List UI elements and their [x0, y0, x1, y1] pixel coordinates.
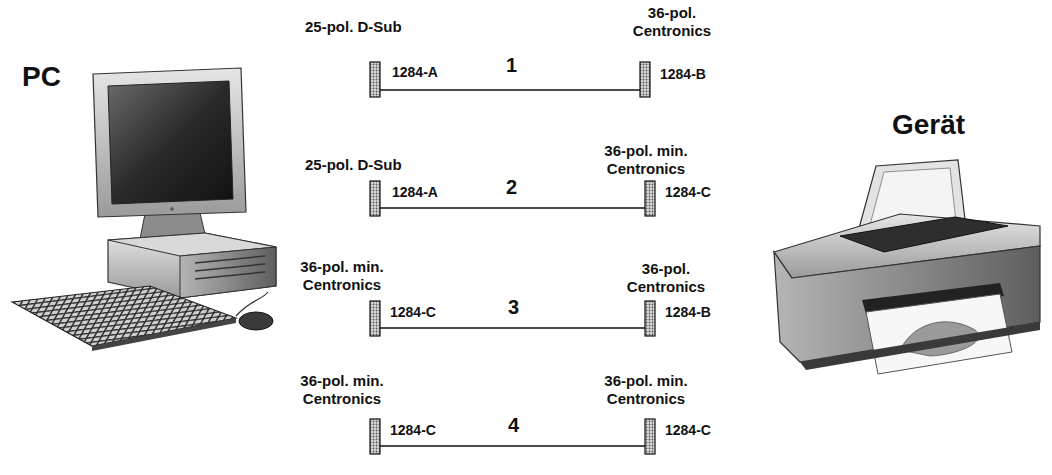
mouse	[239, 312, 273, 330]
plug-symbol	[370, 301, 380, 336]
pc-illustration	[12, 68, 276, 351]
connector-type: 25-pol. D-Sub	[305, 156, 402, 174]
monitor-screen	[108, 81, 233, 204]
cable-line	[380, 207, 645, 209]
plug-symbol	[370, 62, 380, 97]
monitor-bezel	[93, 68, 246, 217]
cable-number: 3	[508, 295, 519, 319]
plug-symbol	[645, 301, 655, 336]
connector-type: 36-pol. min. Centronics	[594, 142, 698, 178]
cable-number: 2	[506, 175, 517, 199]
monitor-button	[170, 207, 174, 211]
connector-type: 36-pol. min. Centronics	[290, 258, 394, 294]
printer-base	[800, 322, 1040, 370]
device-label: Gerät	[892, 108, 965, 142]
standard-label: 1284-B	[660, 66, 706, 83]
cable-line	[380, 89, 640, 91]
pc-case-front	[180, 247, 276, 298]
connector-type: 36-pol. Centronics	[620, 4, 724, 40]
plug-symbol	[645, 181, 655, 216]
printer-illustration	[774, 160, 1040, 374]
standard-label: 1284-C	[665, 184, 711, 201]
drive-bay	[195, 272, 265, 279]
plug-symbol	[370, 181, 380, 216]
drive-bay	[195, 256, 265, 263]
standard-label: 1284-C	[390, 304, 436, 321]
cable-line	[380, 445, 645, 447]
drive-bay	[195, 264, 265, 271]
cable-line	[380, 327, 645, 329]
connector-type: 25-pol. D-Sub	[305, 18, 402, 36]
standard-label: 1284-C	[665, 422, 711, 439]
cable-number: 1	[506, 53, 517, 77]
connector-type: 36-pol. min. Centronics	[290, 372, 394, 408]
keyboard	[12, 286, 236, 346]
printer-cover	[840, 217, 1008, 252]
plug-symbol	[645, 419, 655, 454]
standard-label: 1284-C	[390, 422, 436, 439]
plug-symbol	[370, 419, 380, 454]
connector-type: 36-pol. Centronics	[614, 260, 718, 296]
device-label: PC	[22, 60, 61, 94]
keyboard-edge	[92, 318, 236, 351]
standard-label: 1284-B	[665, 304, 711, 321]
connector-type: 36-pol. min. Centronics	[594, 372, 698, 408]
cable-number: 4	[508, 413, 519, 437]
standard-label: 1284-A	[392, 184, 438, 201]
standard-label: 1284-A	[392, 64, 438, 81]
plug-symbol	[640, 62, 650, 97]
